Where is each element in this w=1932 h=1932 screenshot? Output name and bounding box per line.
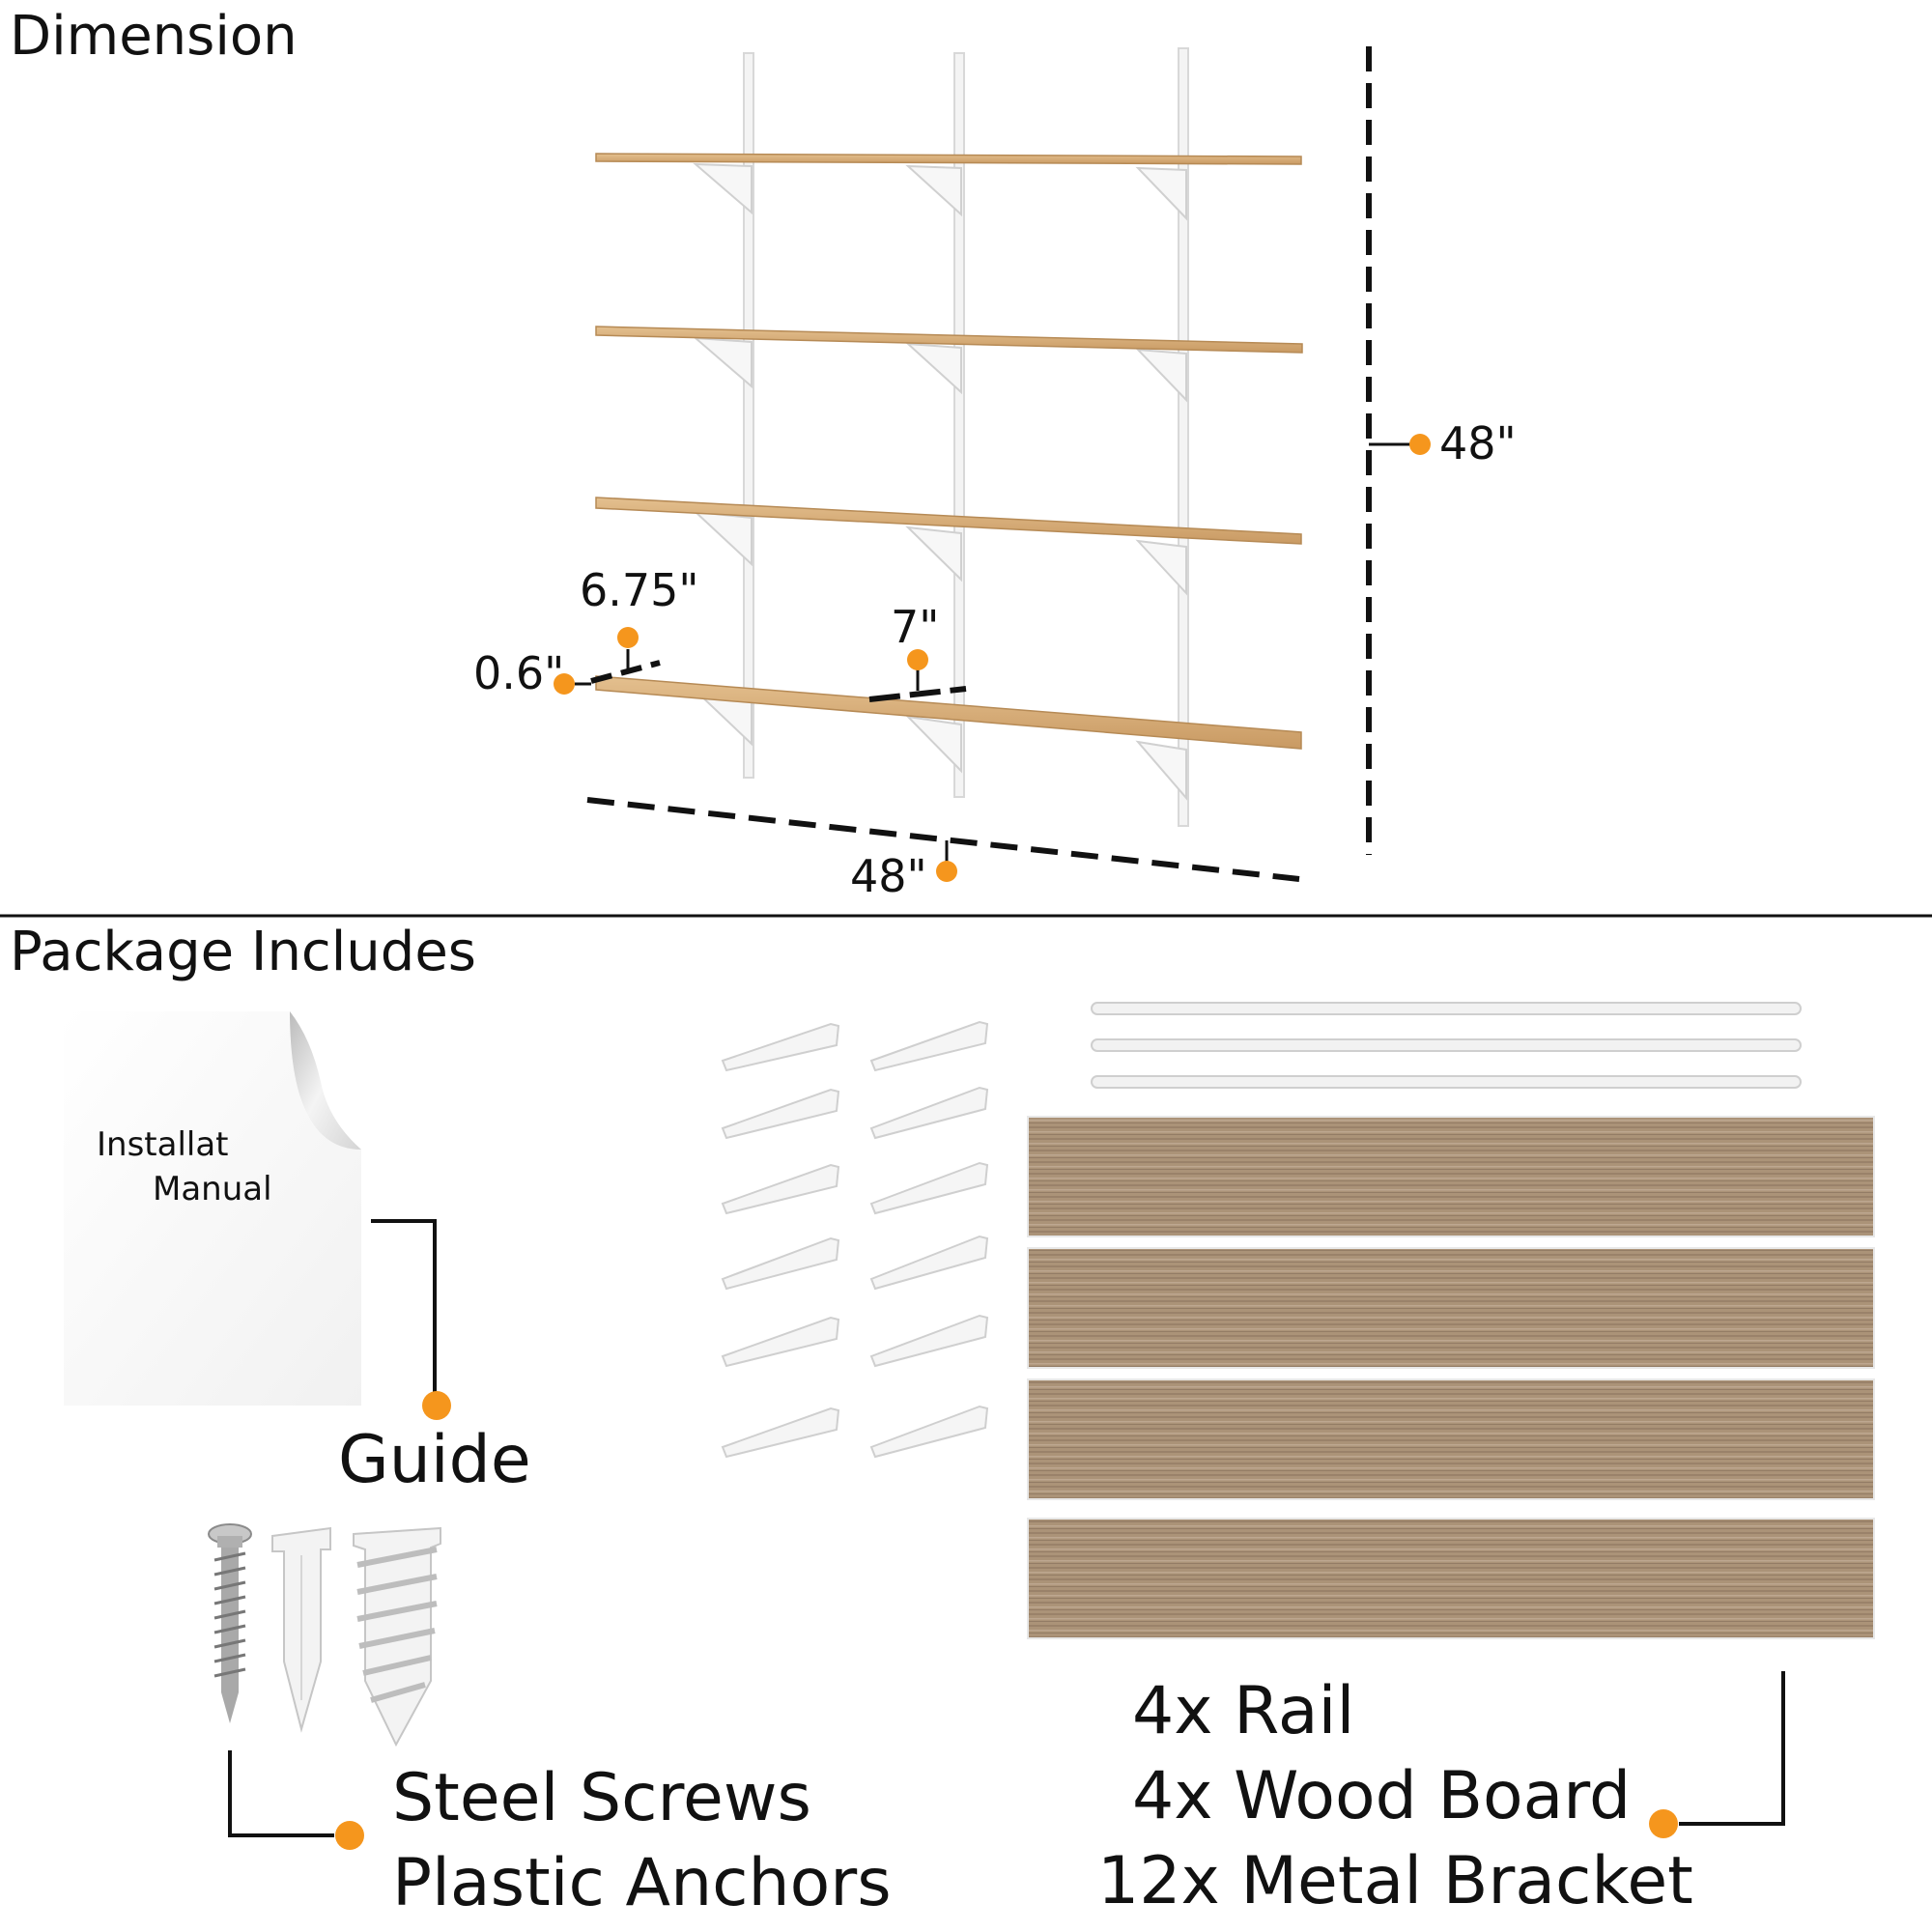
screw-icon [208, 1523, 252, 1723]
width-marker [936, 861, 957, 882]
guide-leader [371, 1219, 437, 1393]
wood-board-icon [1027, 1116, 1875, 1639]
wall-rail-icon [1091, 1002, 1802, 1089]
dimension-markers [554, 434, 1431, 882]
width-label: 48" [850, 850, 927, 902]
bracket-icon [721, 1020, 989, 1459]
depth-marker [617, 627, 639, 648]
package-title: Package Includes [10, 921, 476, 983]
shelf-icon [595, 153, 1303, 750]
thickness-label: 0.6" [473, 647, 565, 699]
guide-marker [422, 1391, 451, 1420]
manual-title: Installat Manual [97, 1122, 338, 1211]
hardware-leader [228, 1750, 334, 1837]
plastic-anchor-icon [271, 1526, 441, 1747]
hardware-line-1: Steel Screws [392, 1760, 811, 1836]
hardware-marker [335, 1821, 364, 1850]
dimension-title: Dimension [10, 5, 298, 68]
wall-rail-icon [743, 47, 1189, 827]
thickness-marker [554, 673, 575, 695]
manual-icon [64, 1011, 361, 1406]
height-label: 48" [1439, 417, 1517, 469]
depth-label: 6.75" [580, 564, 699, 616]
height-marker [1409, 434, 1431, 455]
parts-line-3: 12x Metal Bracket [1097, 1843, 1693, 1919]
manual-line-1: Installat [97, 1125, 229, 1164]
hardware-line-2: Plastic Anchors [392, 1845, 892, 1921]
bracket-icon [693, 162, 1187, 801]
parts-list: 4x Rail 4x Wood Board 12x Metal Bracket [1097, 1669, 1693, 1924]
dimension-lines [575, 46, 1415, 882]
parts-line-2: 4x Wood Board [1132, 1758, 1632, 1834]
parts-marker [1649, 1809, 1678, 1838]
parts-line-1: 4x Rail [1132, 1673, 1355, 1749]
parts-leader [1679, 1671, 1785, 1826]
spacing-marker [907, 649, 928, 670]
spacing-label: 7" [891, 601, 940, 653]
guide-label: Guide [338, 1422, 531, 1498]
hardware-list: Steel Screws Plastic Anchors [392, 1756, 892, 1926]
manual-line-2: Manual [153, 1170, 272, 1208]
